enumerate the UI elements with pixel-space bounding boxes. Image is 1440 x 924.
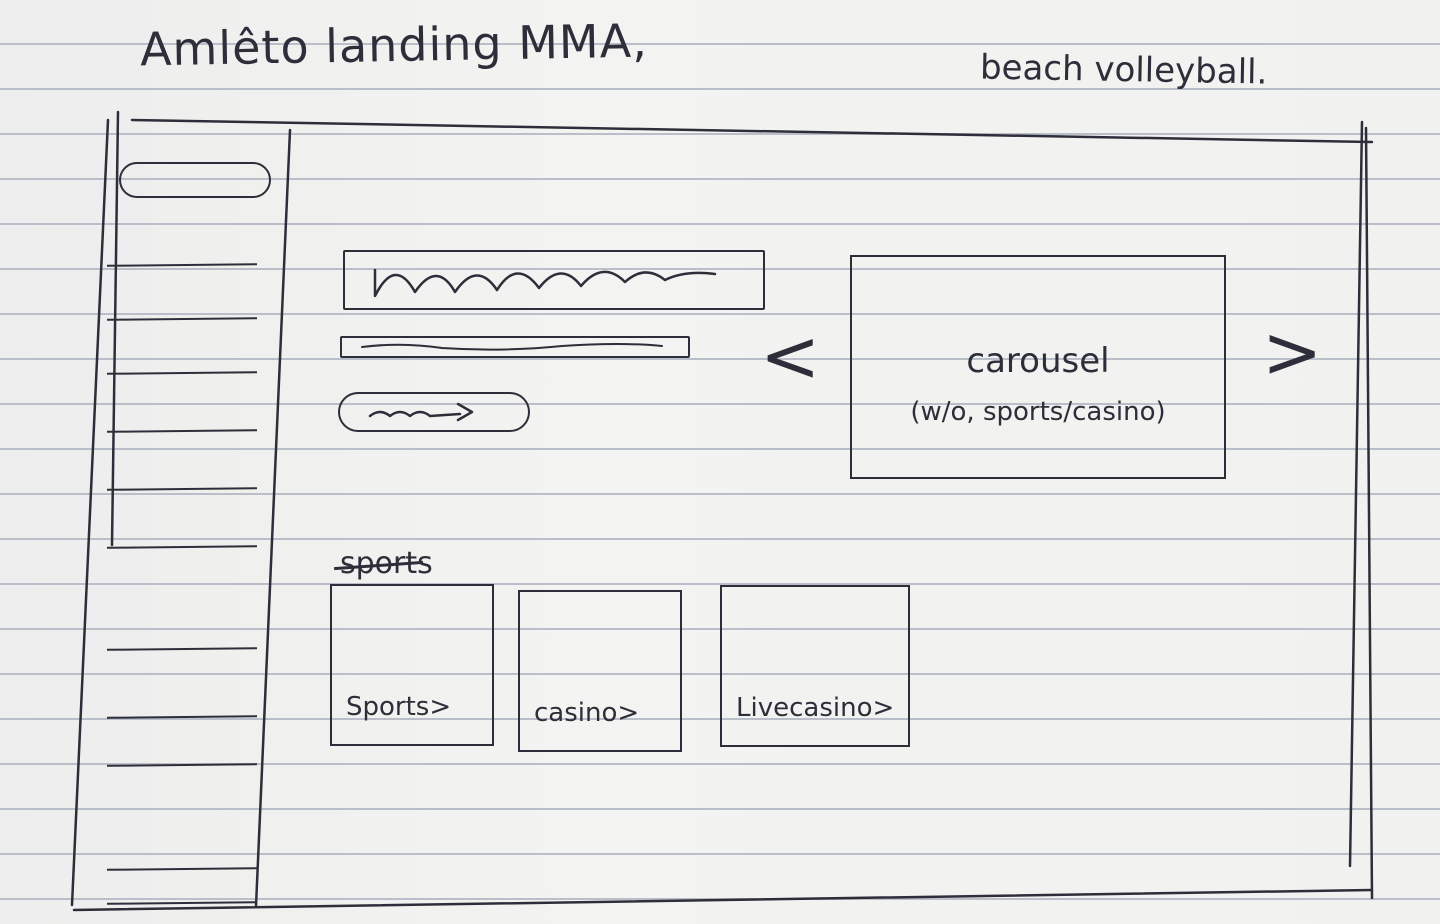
category-card-livecasino[interactable]: Livecasino> [720,585,910,747]
sidebar-item[interactable] [107,490,257,548]
sidebar-item[interactable] [107,846,257,904]
hero-cta-scribble [368,402,474,422]
chevron-right-icon[interactable]: > [1262,310,1323,394]
sidebar-item[interactable] [107,262,257,320]
sidebar-item[interactable] [107,316,257,374]
category-card-sports[interactable]: Sports> [330,584,494,746]
sidebar-item[interactable] [107,708,257,766]
section-heading: sports [340,546,433,581]
section-header: sports [340,546,433,581]
sidebar-item[interactable] [107,592,257,650]
sidebar-item[interactable] [107,208,257,266]
hero-title-scribble [373,268,717,298]
category-card-label: Livecasino> [736,693,895,723]
sidebar-item-active[interactable] [119,162,271,198]
hero-subtitle [340,336,690,358]
sidebar-item[interactable] [107,374,257,432]
chevron-left-icon[interactable]: < [760,314,821,398]
category-card-label: Sports> [346,692,452,722]
hero-cta-button[interactable] [338,392,530,432]
carousel-caption: (w/o, sports/casino) [910,397,1166,427]
category-card-casino[interactable]: casino> [518,590,682,752]
hero-subtitle-scribble [361,343,663,351]
hero-title [343,250,765,310]
carousel-label: carousel [966,341,1110,381]
carousel[interactable]: carousel (w/o, sports/casino) [850,255,1226,479]
category-card-label: casino> [534,698,640,728]
sidebar [95,130,285,920]
sidebar-item[interactable] [107,432,257,490]
